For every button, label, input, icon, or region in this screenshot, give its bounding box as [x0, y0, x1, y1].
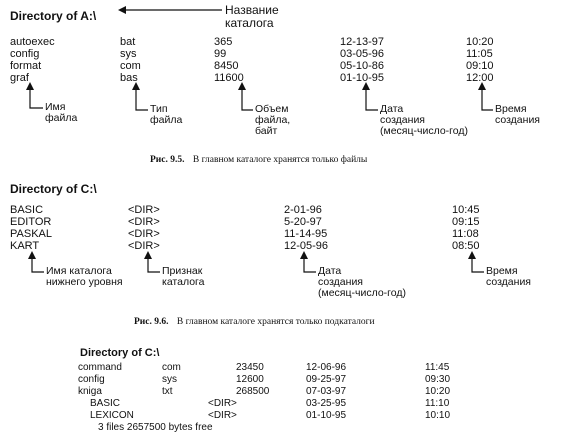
arrow-to-dir-time-column: [468, 251, 484, 273]
file-size-cell: 11600: [214, 72, 244, 84]
entry-type-cell: txt: [162, 386, 173, 397]
file-size-cell: 365: [214, 36, 233, 48]
entry-date-cell: 01-10-95: [306, 410, 347, 421]
dir-time-cell: 08:50: [452, 240, 480, 252]
figure-a-caption-text: В главном каталоге хранятся только файлы: [192, 155, 368, 165]
file-time-cell: 10:20: [466, 36, 494, 48]
file-name-cell: config: [10, 48, 40, 60]
figure-b-label-time: Время создания: [486, 265, 531, 288]
figure-b-heading: Directory of C:\: [10, 182, 97, 196]
entry-size-cell: <DIR>: [208, 398, 237, 409]
arrow-to-date-column: [362, 82, 378, 111]
dir-tag-cell: <DIR>: [128, 228, 160, 240]
figure-a-caption-number: Рис. 9.5.: [150, 155, 185, 165]
entry-name-cell: kniga: [78, 386, 102, 397]
file-date-cell: 03-05-96: [340, 48, 385, 60]
file-date-cell: 05-10-86: [340, 60, 385, 72]
figure-a-label-date: Дата создания (месяц-число-год): [380, 103, 468, 137]
entry-time-cell: 10:20: [425, 386, 451, 397]
figure-c-heading: Directory of C:\: [80, 347, 160, 359]
figure-a-label-time: Время создания: [495, 103, 540, 126]
figure-b-caption-number: Рис. 9.6.: [134, 317, 169, 327]
entry-type-cell: com: [162, 362, 181, 373]
figure-a-caption: Рис. 9.5. В главном каталоге хранятся то…: [150, 155, 368, 166]
entry-size-cell: 268500: [236, 386, 270, 397]
arrow-to-name-column: [26, 82, 43, 109]
file-type-cell: com: [120, 60, 141, 72]
dir-tag-cell: <DIR>: [128, 240, 160, 252]
dir-date-cell: 2-01-96: [284, 204, 322, 216]
figure-b-label-name: Имя каталога нижнего уровня: [46, 265, 123, 288]
dir-date-cell: 5-20-97: [284, 216, 322, 228]
entry-date-cell: 12-06-96: [306, 362, 347, 373]
dir-tag-cell: <DIR>: [128, 204, 160, 216]
figure-a-label-size: Объем файла, байт: [255, 103, 291, 137]
file-size-cell: 99: [214, 48, 227, 60]
figure-a-heading: Directory of A:\: [10, 9, 97, 23]
dir-date-cell: 11-14-95: [284, 228, 328, 240]
file-type-cell: bas: [120, 72, 138, 84]
arrow-to-type-column: [132, 82, 148, 111]
file-name-cell: graf: [10, 72, 29, 84]
entry-name-cell: command: [78, 362, 122, 373]
entry-type-cell: sys: [162, 374, 177, 385]
file-name-cell: autoexec: [10, 36, 55, 48]
dir-date-cell: 12-05-96: [284, 240, 329, 252]
dir-tag-cell: <DIR>: [128, 216, 160, 228]
figure-b-caption-text: В главном каталоге хранятся только подка…: [176, 317, 375, 327]
figure-c-summary: 3 files 2657500 bytes free: [98, 422, 213, 433]
arrow-to-dir-tag-column: [144, 251, 160, 273]
file-time-cell: 11:05: [466, 48, 493, 60]
entry-size-cell: 23450: [236, 362, 264, 373]
arrow-to-dir-date-column: [300, 251, 316, 273]
dir-name-cell: KART: [10, 240, 40, 252]
arrow-to-size-column: [238, 82, 253, 111]
figure-a-label-type: Тип файла: [150, 103, 183, 126]
figure-a-heading-annotation: Название каталога: [225, 3, 279, 30]
figure-b-label-date: Дата создания (месяц-число-год): [318, 265, 406, 299]
figure-b-caption: Рис. 9.6. В главном каталоге хранятся то…: [134, 317, 375, 328]
dir-name-cell: BASIC: [10, 204, 44, 216]
entry-name-cell: config: [78, 374, 105, 385]
entry-time-cell: 09:30: [425, 374, 451, 385]
entry-date-cell: 09-25-97: [306, 374, 347, 385]
arrow-to-dir-name-column: [28, 251, 44, 273]
dir-time-cell: 11:08: [452, 228, 479, 240]
figure-a-label-name: Имя файла: [45, 101, 78, 124]
file-time-cell: 12:00: [466, 72, 494, 84]
dir-name-cell: EDITOR: [10, 216, 52, 228]
entry-time-cell: 10:10: [425, 410, 451, 421]
file-type-cell: sys: [120, 48, 137, 60]
arrow-to-time-column: [478, 82, 493, 111]
file-date-cell: 12-13-97: [340, 36, 385, 48]
entry-date-cell: 03-25-95: [306, 398, 347, 409]
arrow-to-heading: [118, 6, 222, 14]
entry-size-cell: 12600: [236, 374, 264, 385]
entry-name-cell: LEXICON: [90, 410, 134, 421]
file-name-cell: format: [10, 60, 42, 72]
entry-time-cell: 11:45: [425, 362, 450, 373]
file-date-cell: 01-10-95: [340, 72, 385, 84]
entry-name-cell: BASIC: [90, 398, 121, 409]
dir-time-cell: 09:15: [452, 216, 480, 228]
file-size-cell: 8450: [214, 60, 239, 72]
entry-date-cell: 07-03-97: [306, 386, 347, 397]
entry-time-cell: 11:10: [425, 398, 450, 409]
file-type-cell: bat: [120, 36, 136, 48]
dir-name-cell: PASKAL: [10, 228, 52, 240]
dir-time-cell: 10:45: [452, 204, 480, 216]
file-time-cell: 09:10: [466, 60, 494, 72]
entry-size-cell: <DIR>: [208, 410, 237, 421]
figure-b-label-tag: Признак каталога: [162, 265, 205, 288]
